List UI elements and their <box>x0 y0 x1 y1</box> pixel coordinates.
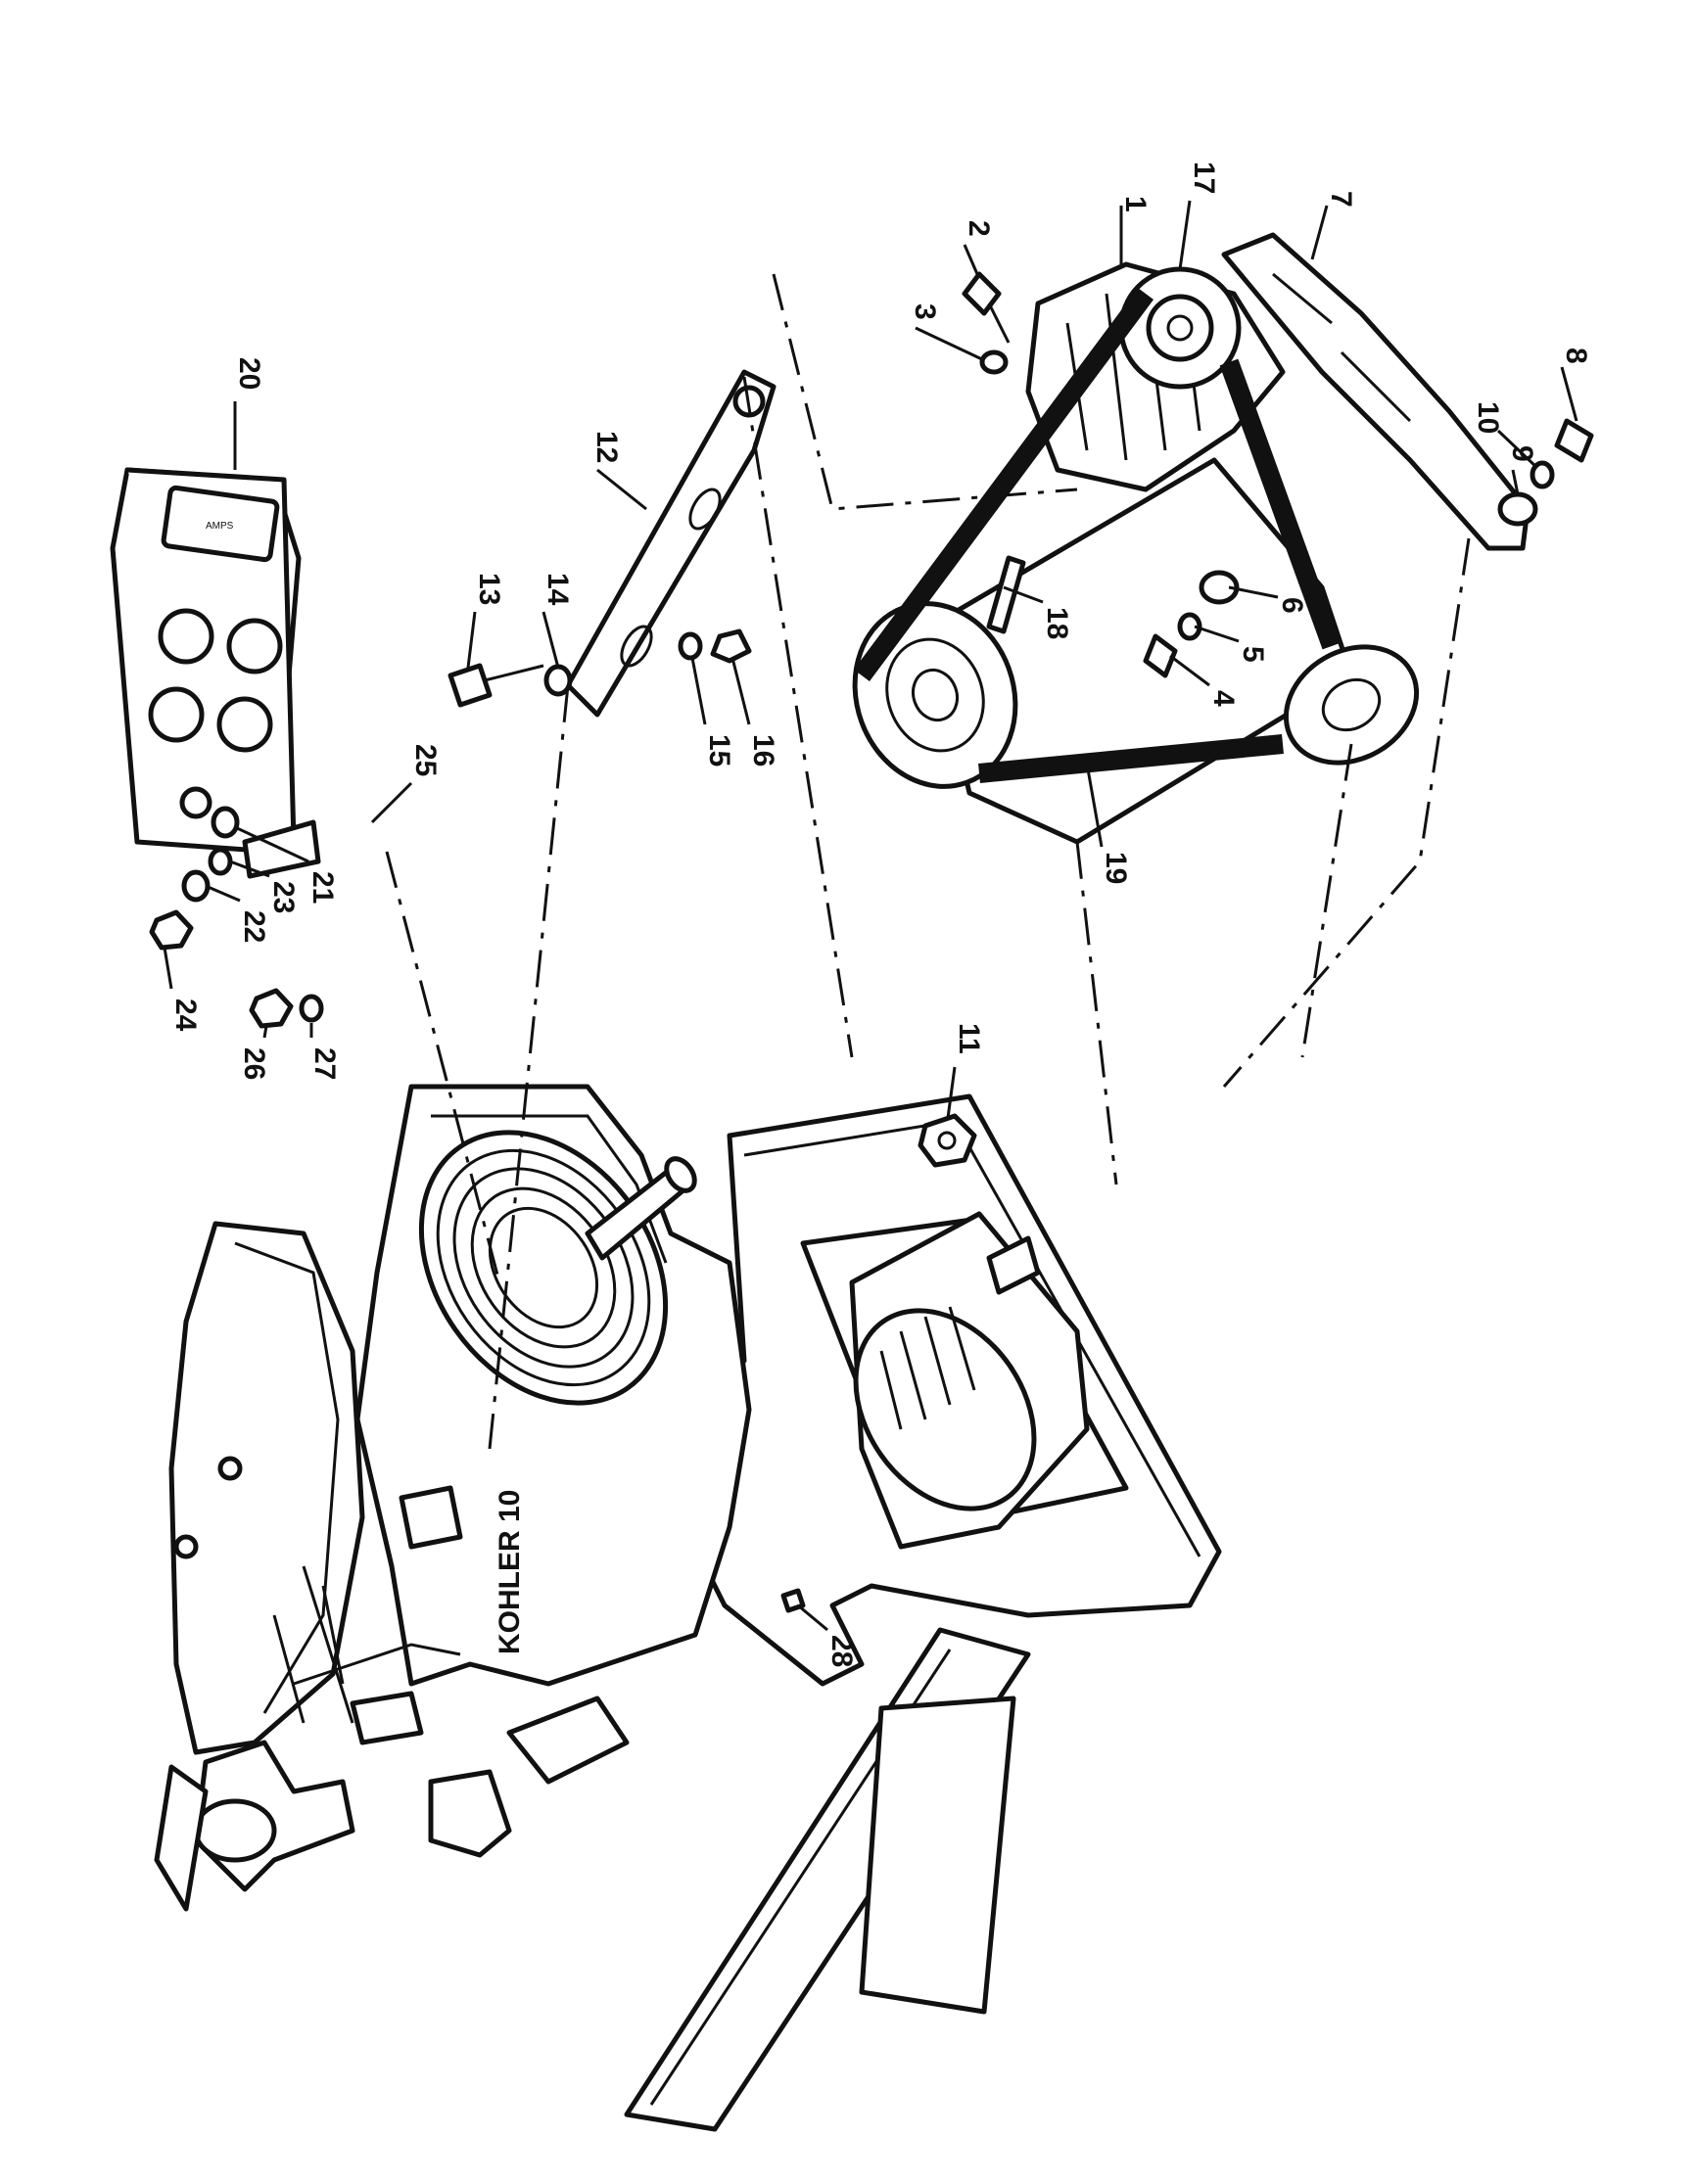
engine-brand-label: KOHLER 10 <box>494 1490 526 1654</box>
air-cleaner <box>168 1221 365 1755</box>
drive-belt <box>853 288 1342 783</box>
callout-8: 8 <box>1560 348 1592 364</box>
callout-14: 14 <box>541 573 574 606</box>
carburetor <box>428 1769 512 1858</box>
nut-11 <box>918 1113 977 1168</box>
bolt-13 <box>447 663 493 708</box>
lower-alternator <box>849 1211 1090 1550</box>
callout-numbers: 1 2 3 4 5 6 7 8 9 10 11 12 13 14 15 16 1… <box>169 162 1592 1667</box>
callout-24: 24 <box>169 999 202 1032</box>
callout-7: 7 <box>1325 191 1357 208</box>
idler-pulley <box>1283 644 1420 766</box>
washer-6 <box>1199 570 1240 605</box>
callout-11: 11 <box>953 1023 985 1054</box>
hardware <box>149 271 1594 1613</box>
mounting-bracket <box>565 369 777 718</box>
callout-22: 22 <box>238 910 270 943</box>
callout-20: 20 <box>233 357 265 390</box>
callout-18: 18 <box>1041 607 1073 639</box>
washer-9 <box>1497 491 1538 527</box>
callout-17: 17 <box>1188 162 1220 194</box>
callout-13: 13 <box>473 573 505 605</box>
callout-19: 19 <box>1100 852 1132 884</box>
nut-26 <box>249 988 294 1029</box>
adjusting-arm <box>1221 232 1530 551</box>
nut-24 <box>149 909 194 951</box>
callout-10: 10 <box>1472 401 1504 434</box>
engine <box>154 1084 752 1912</box>
callout-25: 25 <box>409 744 442 776</box>
callout-12: 12 <box>590 431 623 463</box>
alternator-assembly <box>852 232 1530 845</box>
lockwasher-23 <box>208 847 233 876</box>
bolt-2 <box>962 271 1002 316</box>
callout-15: 15 <box>703 734 735 767</box>
lockwasher-10 <box>1530 460 1555 489</box>
callout-1: 1 <box>1119 196 1152 212</box>
bolt-8 <box>1554 418 1594 463</box>
callout-27: 27 <box>308 1047 341 1080</box>
bolt-4 <box>1143 633 1178 678</box>
callout-26: 26 <box>238 1047 270 1080</box>
callout-6: 6 <box>1276 597 1308 614</box>
callout-16: 16 <box>747 734 779 767</box>
callout-5: 5 <box>1237 646 1269 663</box>
washer-21 <box>211 806 240 839</box>
callout-2: 2 <box>963 220 995 237</box>
callout-leaders <box>163 200 1578 1632</box>
callout-28: 28 <box>825 1635 858 1667</box>
lockwasher-5 <box>1177 612 1202 641</box>
control-box: AMPS <box>110 467 321 879</box>
callout-9: 9 <box>1506 445 1538 462</box>
lockwasher-15 <box>678 631 703 661</box>
lockwasher-27 <box>299 994 324 1023</box>
callout-3: 3 <box>909 303 941 320</box>
callout-21: 21 <box>306 871 339 904</box>
washer-3 <box>979 349 1009 375</box>
assembly-lines <box>385 273 1471 1450</box>
meter-label: AMPS <box>206 521 234 532</box>
nut-16 <box>710 628 752 664</box>
callout-23: 23 <box>267 881 300 913</box>
washer-22 <box>181 869 211 903</box>
callout-4: 4 <box>1207 690 1240 707</box>
